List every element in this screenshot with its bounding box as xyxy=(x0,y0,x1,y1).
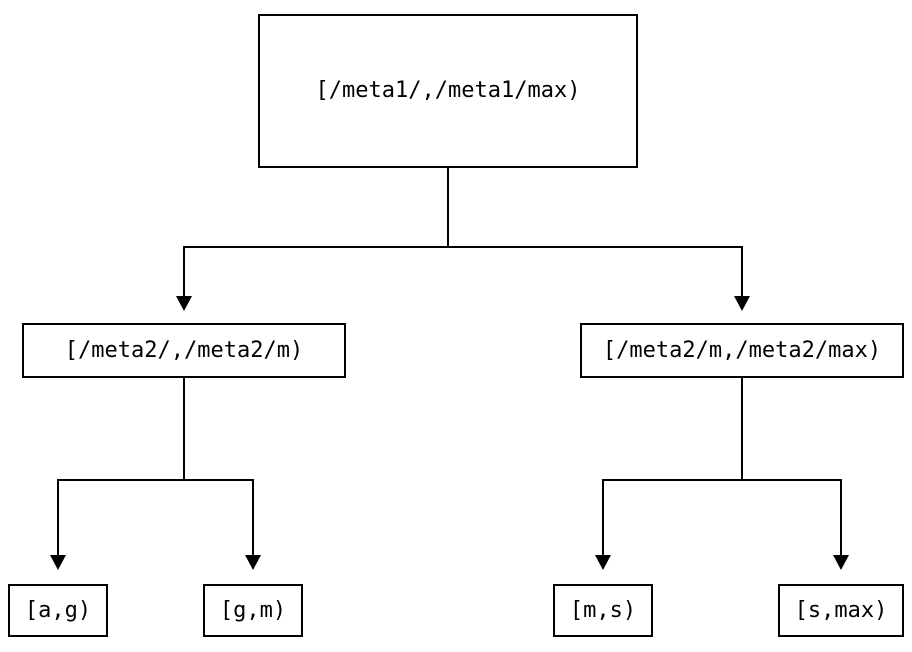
arrowhead-to-mid-left-icon xyxy=(176,296,192,311)
arrowhead-to-leaf-ms-icon xyxy=(595,555,611,570)
arrowhead-to-leaf-smax-icon xyxy=(833,555,849,570)
arrowhead-to-mid-right-icon xyxy=(734,296,750,311)
edge-mid-left-crossbar xyxy=(57,479,254,556)
edge-root-crossbar xyxy=(183,246,743,296)
node-leaf-s-max: [s,max) xyxy=(778,584,904,637)
arrowhead-to-leaf-ag-icon xyxy=(50,555,66,570)
node-leaf-a-g: [a,g) xyxy=(8,584,108,637)
node-leaf-g-m: [g,m) xyxy=(203,584,303,637)
node-meta2-right-interval: [/meta2/m,/meta2/max) xyxy=(580,323,904,378)
arrowhead-to-leaf-gm-icon xyxy=(245,555,261,570)
node-meta2-left-interval: [/meta2/,/meta2/m) xyxy=(22,323,346,378)
edge-mid-right-crossbar xyxy=(602,479,842,556)
node-leaf-m-s: [m,s) xyxy=(553,584,653,637)
node-root-interval: [/meta1/,/meta1/max) xyxy=(258,14,638,168)
